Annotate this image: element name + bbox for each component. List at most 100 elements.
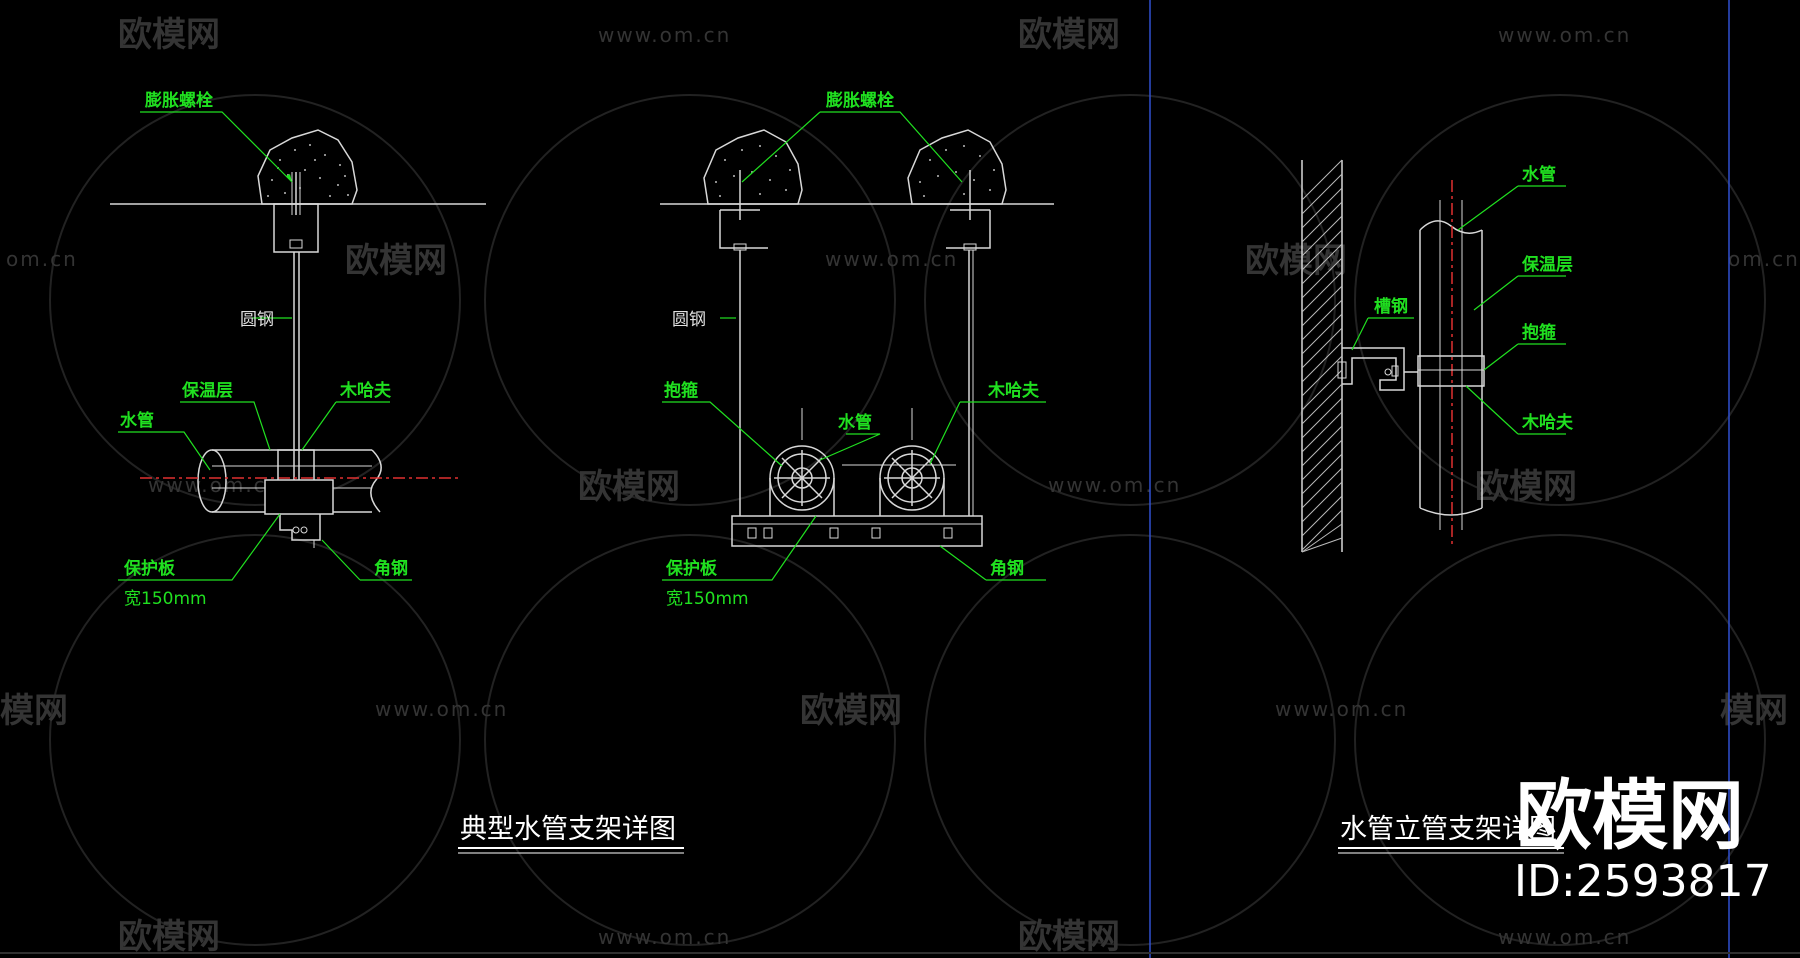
- watermark-brand: 欧模网: [118, 917, 220, 957]
- riser-pipe-support-drawing: 水管 保温层 槽钢 抱箍 木哈夫 水管立管支架详图: [1301, 159, 1574, 854]
- watermark-url: www.om.cn: [375, 697, 508, 721]
- wall-hatch-line: [1301, 187, 1343, 229]
- wall-hatch-line: [1301, 299, 1343, 341]
- wall-hatch-line: [1301, 229, 1343, 271]
- label-water-pipe: 水管: [838, 412, 872, 433]
- wall-hatch-line: [1301, 453, 1343, 495]
- label-hoop: 抱箍: [1522, 322, 1556, 343]
- channel-bracket-shape: [946, 209, 991, 249]
- wall-hatch-line: [1301, 425, 1343, 467]
- concrete-slab-shape: [257, 129, 358, 205]
- label-insulation: 保温层: [181, 380, 233, 401]
- watermark-brand: 欧模网: [1245, 241, 1347, 281]
- label-round-steel: 圆钢: [672, 310, 706, 330]
- watermark-brand: 欧模网: [800, 691, 902, 731]
- watermark-brand: 欧模网: [118, 15, 220, 55]
- concrete-slab-shape: [703, 129, 803, 205]
- wall-hatch-line: [1301, 369, 1343, 411]
- label-angle-steel: 角钢: [990, 558, 1024, 579]
- watermark-brand-partial: 模网: [1720, 691, 1788, 731]
- watermark-url: www.om.cn: [598, 925, 731, 949]
- watermark-layer: 欧模网 欧模网 欧模网 欧模网 欧模网 欧模网 欧模网 欧模网 欧模网 模网 模…: [0, 15, 1800, 957]
- watermark-brand-partial: 模网: [0, 691, 68, 731]
- label-hoop: 抱箍: [664, 380, 698, 401]
- leader-lines: [1351, 185, 1566, 435]
- wall-hatch-line: [1301, 383, 1343, 425]
- brand-corner: 欧模网 ID:2593817: [1514, 771, 1772, 907]
- watermark-brand: 欧模网: [578, 467, 680, 507]
- watermark-brand: 欧模网: [1018, 917, 1120, 957]
- label-width-note: 宽150mm: [124, 589, 207, 609]
- wall-hatch-line: [1301, 313, 1343, 355]
- concrete-hatch-dots: [267, 144, 349, 197]
- label-expansion-bolt: 膨胀螺栓: [145, 90, 213, 111]
- watermark-brand: 欧模网: [1475, 467, 1577, 507]
- label-angle-steel: 角钢: [374, 558, 408, 579]
- wall-hatch-line: [1301, 495, 1343, 537]
- watermark-url-partial: om.cn: [6, 247, 78, 271]
- pipe-section-right: [879, 445, 945, 516]
- label-protection-plate: 保护板: [123, 558, 176, 579]
- wall-hatch-line: [1301, 285, 1343, 327]
- label-water-pipe: 水管: [1522, 164, 1556, 185]
- wall-hatch-line: [1301, 173, 1343, 215]
- wall-hatch-line: [1301, 523, 1343, 553]
- channel-bracket-shape: [719, 209, 768, 249]
- label-channel-steel: 槽钢: [1374, 296, 1408, 317]
- label-wood-clamp: 木哈夫: [1521, 412, 1574, 433]
- label-water-pipe: 水管: [120, 410, 154, 431]
- label-protection-plate: 保护板: [665, 558, 718, 579]
- leader-lines: [662, 111, 1046, 581]
- label-width-note: 宽150mm: [666, 589, 749, 609]
- leader-lines: [118, 111, 412, 581]
- angle-steel-base-shape: [731, 515, 983, 547]
- brand-id: ID:2593817: [1514, 856, 1772, 907]
- watermark-url: www.om.cn: [1275, 697, 1408, 721]
- top-bracket-shape: [273, 203, 319, 253]
- wall-hatch: [1301, 159, 1343, 553]
- drawing-title: 水管立管支架详图: [1340, 814, 1556, 845]
- pipe-section-left: [769, 445, 835, 516]
- watermark-url: www.om.cn: [825, 247, 958, 271]
- wall-hatch-line: [1301, 215, 1343, 257]
- watermark-brand: 欧模网: [345, 241, 447, 281]
- wall-hatch-line: [1301, 467, 1343, 509]
- channel-steel-shape: [1342, 347, 1405, 391]
- protection-plate-shape: [264, 479, 334, 515]
- watermark-url: www.om.cn: [1498, 23, 1631, 47]
- wall-hatch-line: [1301, 355, 1343, 397]
- wall-hatch-line: [1301, 243, 1343, 285]
- label-round-steel: 圆钢: [240, 310, 274, 330]
- brand-name: 欧模网: [1516, 771, 1744, 860]
- label-expansion-bolt: 膨胀螺栓: [826, 90, 894, 111]
- drawing-title: 典型水管支架详图: [460, 814, 676, 845]
- label-wood-clamp: 木哈夫: [339, 380, 392, 401]
- concrete-hatch-dots: [715, 145, 995, 197]
- wall-hatch-line: [1301, 537, 1343, 553]
- wall-hatch-line: [1301, 341, 1343, 383]
- label-wood-clamp: 木哈夫: [987, 380, 1040, 401]
- wall-hatch-line: [1301, 397, 1343, 439]
- wall-hatch-line: [1301, 439, 1343, 481]
- double-pipe-support-drawing: 膨胀螺栓 圆钢 抱箍 水管 木哈夫 保护板 宽150mm 角钢: [660, 90, 1054, 609]
- vertical-water-pipe-shape: [1419, 230, 1483, 508]
- watermark-url: www.om.cn: [1048, 473, 1181, 497]
- concrete-slab-shape: [907, 129, 1007, 205]
- typical-pipe-support-drawing: 膨胀螺栓 圆钢 保温层 木哈夫 水管 保护板 宽150mm 角钢 典型水管支架详…: [110, 90, 684, 854]
- wall-hatch-line: [1301, 271, 1343, 313]
- label-insulation: 保温层: [1521, 254, 1573, 275]
- wall-hatch-line: [1301, 327, 1343, 369]
- wall-hatch-line: [1301, 509, 1343, 551]
- watermark-url-partial: om.cn: [1728, 247, 1800, 271]
- wall-hatch-line: [1301, 159, 1343, 201]
- watermark-url: www.om.cn: [148, 473, 281, 497]
- watermark-url: www.om.cn: [1498, 925, 1631, 949]
- watermark-brand: 欧模网: [1018, 15, 1120, 55]
- wall-hatch-line: [1301, 257, 1343, 299]
- wall-hatch-line: [1301, 481, 1343, 523]
- watermark-url: www.om.cn: [598, 23, 731, 47]
- wall-hatch-line: [1301, 411, 1343, 453]
- hoop-clamp-shape: [1417, 355, 1485, 387]
